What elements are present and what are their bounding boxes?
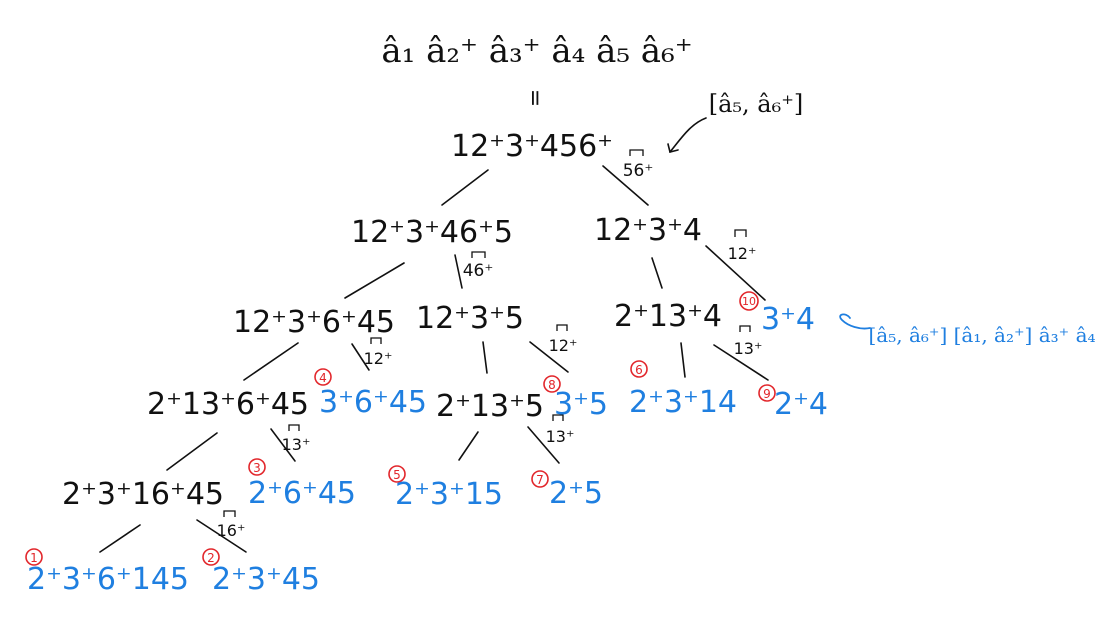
contraction-12-right: 12⁺	[728, 244, 757, 263]
result-number-circle	[630, 360, 648, 378]
result-number: 3	[253, 461, 261, 475]
result-term: 3⁺6⁺45	[319, 385, 427, 420]
node-level3-a: 2⁺13⁺6⁺45	[147, 387, 309, 422]
edge-l1right-10	[705, 245, 766, 301]
edge-root-right	[602, 165, 649, 206]
result-number: 8	[548, 378, 556, 392]
result-number-circle	[25, 548, 43, 566]
node-level2-b: 12⁺3⁺5	[416, 301, 524, 336]
edge-l3a-l4a	[166, 432, 218, 471]
result-number: 6	[635, 363, 643, 377]
annotation-arrow	[669, 117, 707, 153]
result-number: 7	[536, 473, 544, 487]
node-level4-a: 2⁺3⁺16⁺45	[62, 477, 224, 512]
result-number-circle	[543, 375, 561, 393]
result-term: 2⁺3⁺14	[629, 385, 737, 420]
result-term: 2⁺5	[549, 476, 603, 511]
edge-l2a-l3a	[243, 342, 299, 381]
edge-l3a-3	[270, 428, 296, 462]
edge-l4a-1	[99, 524, 141, 553]
contraction-13-right: 13⁺	[734, 339, 763, 358]
tree-edges	[99, 165, 769, 553]
node-level3-b: 2⁺13⁺5	[436, 389, 544, 424]
result-term: 2⁺3⁺6⁺145	[27, 562, 189, 597]
edge-l2c-6	[680, 342, 686, 378]
result-term: 2⁺4	[774, 387, 828, 422]
contraction-12-left: 12⁺	[364, 349, 393, 368]
edge-l2b-8	[529, 341, 569, 373]
edge-l2c-9	[713, 344, 769, 381]
node-level1-right: 12⁺3⁺4	[594, 213, 702, 248]
contraction-56: 56⁺	[623, 161, 654, 181]
contraction-labels: 56⁺ 46⁺ 12⁺ 12⁺ 12⁺ 13⁺ 13⁺ 13⁺ 16⁺	[217, 149, 763, 540]
contraction-13-mid: 13⁺	[546, 427, 575, 446]
contraction-13-left: 13⁺	[282, 435, 311, 454]
result-number-circle	[739, 291, 759, 311]
edge-l2b-l3b	[482, 341, 488, 374]
result-term: 3⁺4	[761, 302, 815, 337]
edge-l3b-7	[527, 426, 560, 464]
contraction-46: 46⁺	[463, 261, 494, 281]
edge-l4a-2	[196, 519, 247, 553]
result-number-circle	[314, 368, 332, 386]
annotation-arrowhead	[667, 143, 679, 153]
node-level2-a: 12⁺3⁺6⁺45	[233, 305, 395, 340]
result-number: 2	[207, 551, 215, 565]
result-term: 2⁺3⁺45	[212, 562, 320, 597]
edge-l1left-a	[344, 262, 405, 299]
edge-root-left	[441, 169, 489, 206]
side-annotation-arrow	[839, 313, 871, 330]
result-number: 10	[742, 295, 756, 308]
result-number: 5	[393, 468, 401, 482]
result-number-circle	[388, 465, 406, 483]
result-number-circle	[202, 548, 220, 566]
commutator-annotation: [â₅, â₆⁺]	[709, 90, 804, 118]
result-number-circle	[758, 384, 776, 402]
edge-l1right-c	[651, 257, 663, 289]
contraction-16: 16⁺	[217, 521, 246, 540]
edge-l1left-b	[454, 254, 463, 289]
result-terms: 1 2⁺3⁺6⁺145 2 2⁺3⁺45 3 2⁺6⁺45 4 3⁺6⁺45 5…	[25, 291, 828, 597]
result-number: 4	[319, 371, 327, 385]
node-level2-c: 2⁺13⁺4	[614, 299, 722, 334]
result-number-circle	[248, 458, 266, 476]
result-number-circle	[531, 470, 549, 488]
side-annotation: [â₅, â₆⁺] [â₁, â₂⁺] â₃⁺ â₄	[868, 323, 1095, 347]
result-number: 1	[30, 551, 38, 565]
edge-l3b-5	[458, 431, 479, 461]
result-term: 2⁺6⁺45	[248, 476, 356, 511]
result-term: 2⁺3⁺15	[395, 477, 503, 512]
node-root: 12⁺3⁺456⁺	[451, 129, 613, 164]
contraction-12-mid: 12⁺	[549, 336, 578, 355]
operator-expression: â₁ â₂⁺ â₃⁺ â₄ â₅ â₆⁺	[381, 31, 692, 71]
edge-l2a-4	[351, 343, 370, 371]
equals-sign: =	[522, 89, 547, 107]
result-number: 9	[763, 387, 771, 401]
result-term: 3⁺5	[554, 387, 608, 422]
node-level1-left: 12⁺3⁺46⁺5	[351, 215, 513, 250]
